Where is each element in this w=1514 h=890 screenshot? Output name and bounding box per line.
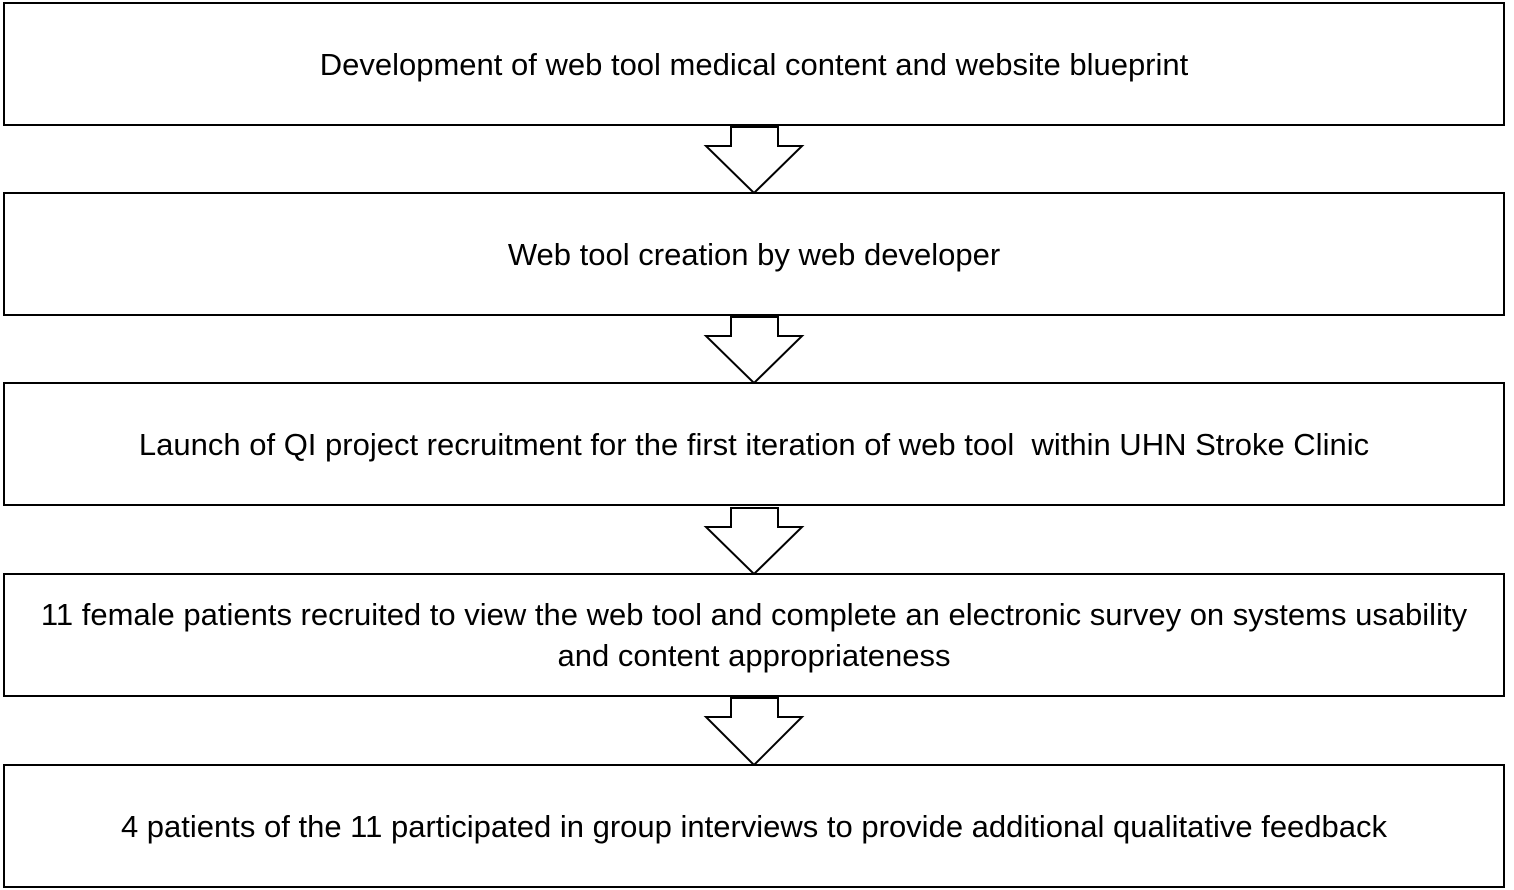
down-arrow-icon (703, 316, 805, 385)
step-box-patient-recruitment: 11 female patients recruited to view the… (3, 573, 1505, 697)
down-arrow-icon (703, 126, 805, 195)
step-label: Launch of QI project recruitment for the… (138, 426, 1370, 462)
step-box-group-interviews: 4 patients of the 11 participated in gro… (3, 764, 1505, 888)
step-box-web-tool-content-development: Development of web tool medical content … (3, 2, 1505, 126)
step-box-web-tool-creation: Web tool creation by web developer (3, 192, 1505, 316)
step-label: Development of web tool medical content … (319, 46, 1189, 82)
step-label: Web tool creation by web developer (507, 236, 1001, 272)
step-label: 11 female patients recruited to view the… (40, 597, 1476, 673)
down-arrow-icon (703, 697, 805, 767)
step-box-qi-project-launch: Launch of QI project recruitment for the… (3, 382, 1505, 506)
down-arrow-icon (703, 507, 805, 576)
step-label: 4 patients of the 11 participated in gro… (120, 808, 1388, 844)
